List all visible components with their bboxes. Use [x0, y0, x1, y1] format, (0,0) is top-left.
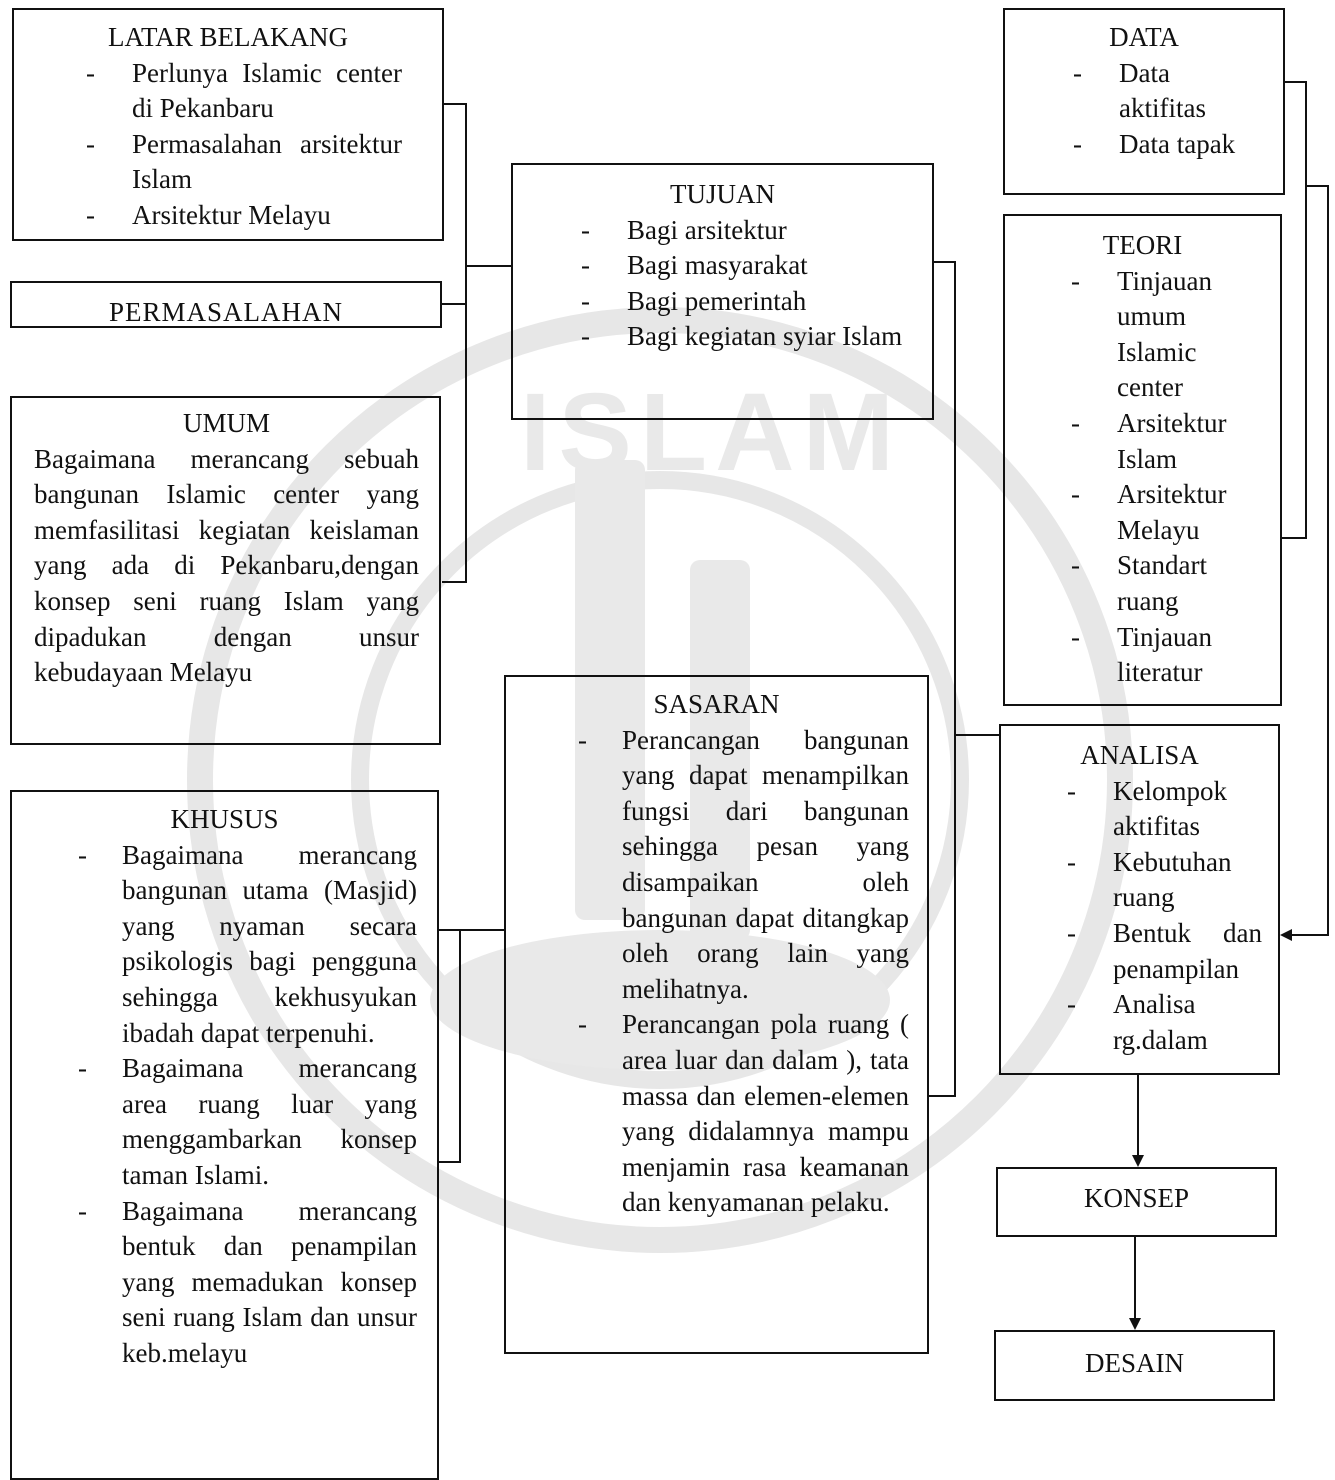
teori-item: Arsitektur Islam	[1005, 406, 1280, 477]
analisa-box: ANALISA Kelompok aktifitas Kebutuhan rua…	[999, 724, 1280, 1075]
khusus-title: KHUSUS	[170, 804, 279, 834]
sasaran-title: SASARAN	[653, 689, 780, 719]
teori-item: Tinjauan literatur	[1005, 620, 1280, 691]
connector-right-rail	[1286, 185, 1329, 936]
connector-tujuan-sasaran	[929, 261, 956, 1097]
khusus-box: KHUSUS Bagaimana merancang bangunan utam…	[10, 790, 439, 1480]
khusus-item: Bagaimana merancang bangunan utama (Masj…	[12, 838, 437, 1052]
khusus-item: Bagaimana merancang bentuk dan penampila…	[12, 1194, 437, 1372]
latar-belakang-title: LATAR BELAKANG	[107, 22, 349, 52]
khusus-item: Bagaimana merancang area ruang luar yang…	[12, 1051, 437, 1193]
teori-item: Tinjauan umum Islamic center	[1005, 264, 1280, 406]
tujuan-title: TUJUAN	[670, 179, 775, 209]
analisa-item: Analisa rg.dalam	[1001, 987, 1278, 1058]
latar-belakang-item: Arsitektur Melayu	[14, 198, 442, 234]
konsep-box: KONSEP	[996, 1167, 1277, 1237]
sasaran-item: Perancangan pola ruang ( area luar dan d…	[506, 1007, 927, 1221]
teori-box: TEORI Tinjauan umum Islamic center Arsit…	[1003, 214, 1282, 706]
permasalahan-title: PERMASALAHAN	[108, 297, 344, 327]
latar-belakang-item: Permasalahan arsitektur Islam	[14, 127, 442, 198]
teori-item: Standart ruang	[1005, 548, 1280, 619]
desain-box: DESAIN	[994, 1330, 1275, 1401]
analisa-item: Kebutuhan ruang	[1001, 845, 1278, 916]
connector-data-teori	[1282, 81, 1307, 539]
tujuan-box: TUJUAN Bagi arsitektur Bagi masyarakat B…	[511, 163, 934, 420]
permasalahan-box: PERMASALAHAN	[10, 281, 442, 328]
tujuan-item: Bagi masyarakat	[513, 248, 932, 284]
data-box: DATA Data aktifitas Data tapak	[1003, 8, 1285, 195]
latar-belakang-box: LATAR BELAKANG Perlunya Islamic center d…	[12, 8, 444, 241]
tujuan-item: Bagi arsitektur	[513, 213, 932, 249]
connector-khusus	[439, 929, 461, 1163]
connector-latar-tujuan	[442, 103, 467, 583]
analisa-item: Kelompok aktifitas	[1001, 774, 1278, 845]
desain-title: DESAIN	[1085, 1348, 1184, 1378]
umum-text: Bagaimana merancang sebuah bangunan Isla…	[34, 443, 419, 688]
data-title: DATA	[1109, 22, 1179, 52]
data-item: Data aktifitas	[1005, 56, 1283, 127]
latar-belakang-item: Perlunya Islamic center di Pekanbaru	[14, 56, 442, 127]
tujuan-item: Bagi kegiatan syiar Islam	[513, 319, 932, 355]
data-item: Data tapak	[1005, 127, 1283, 163]
analisa-title: ANALISA	[1080, 740, 1199, 770]
sasaran-item: Perancangan bangunan yang dapat menampil…	[506, 723, 927, 1008]
tujuan-item: Bagi pemerintah	[513, 284, 932, 320]
umum-box: UMUM Bagaimana merancang sebuah bangunan…	[10, 396, 441, 745]
analisa-item: Bentuk dan penampilan	[1001, 916, 1278, 987]
sasaran-box: SASARAN Perancangan bangunan yang dapat …	[504, 675, 929, 1354]
teori-title: TEORI	[1102, 230, 1183, 260]
umum-title: UMUM	[182, 408, 270, 438]
teori-item: Arsitektur Melayu	[1005, 477, 1280, 548]
konsep-title: KONSEP	[1083, 1183, 1190, 1213]
